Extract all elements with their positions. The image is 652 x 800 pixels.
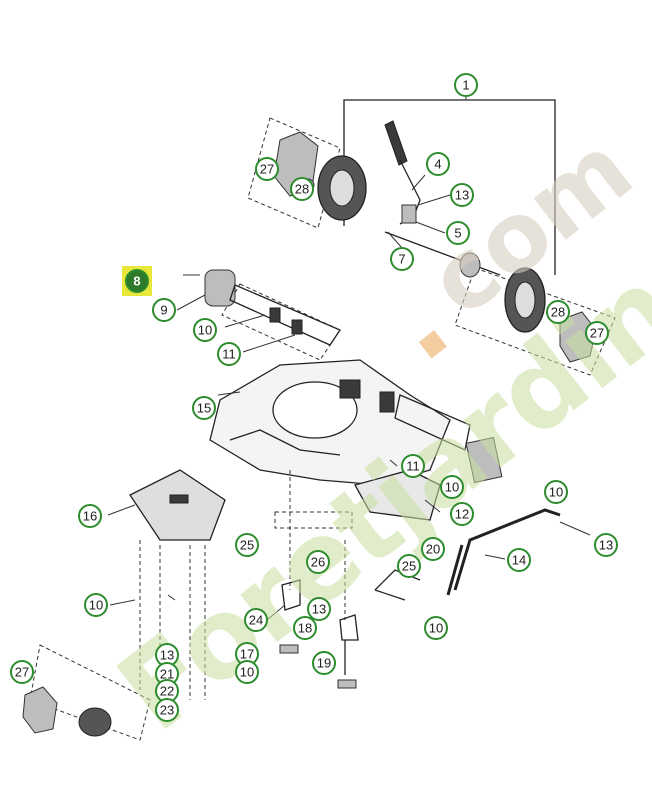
right-wheel-group-box (454, 267, 616, 376)
hub-cap-27-front (22, 686, 58, 734)
callout-label: 10 (89, 598, 103, 613)
callout-part-26[interactable]: 26 (306, 550, 330, 574)
callout-label: 14 (512, 553, 526, 568)
callout-part-10[interactable]: 10 (193, 318, 217, 342)
callout-label: 13 (160, 648, 174, 663)
callout-label: 5 (454, 226, 461, 241)
callout-label: 10 (445, 480, 459, 495)
front-wheel-group-box (29, 644, 151, 741)
callout-label: 11 (406, 459, 420, 474)
motor-9 (204, 269, 236, 307)
callout-label: 8 (133, 274, 140, 289)
callout-label: 28 (551, 305, 565, 320)
callout-part-13[interactable]: 13 (155, 643, 179, 667)
callout-part-10[interactable]: 10 (235, 660, 259, 684)
callout-label: 25 (240, 538, 254, 553)
axle (384, 231, 501, 276)
callout-part-15[interactable]: 15 (192, 396, 216, 420)
callout-label: 20 (426, 542, 440, 557)
callout-label: 10 (429, 621, 443, 636)
gear (459, 252, 481, 278)
handle-grip (384, 120, 408, 166)
callout-label: 10 (198, 323, 212, 338)
callout-part-4[interactable]: 4 (426, 152, 450, 176)
callout-label: 4 (434, 157, 441, 172)
callout-label: 10 (240, 665, 254, 680)
callout-label: 28 (295, 182, 309, 197)
callout-part-21[interactable]: 21 (155, 662, 179, 686)
callout-part-19[interactable]: 19 (312, 651, 336, 675)
callout-part-14[interactable]: 14 (507, 548, 531, 572)
callout-label: 24 (249, 613, 263, 628)
callout-label: 27 (590, 326, 604, 341)
plate-group-box (274, 511, 353, 529)
callout-label: 27 (260, 162, 274, 177)
callout-label: 7 (398, 252, 405, 267)
callout-label: 26 (311, 555, 325, 570)
callout-label: 21 (160, 667, 174, 682)
callout-part-11[interactable]: 11 (217, 342, 241, 366)
callout-part-13[interactable]: 13 (594, 533, 618, 557)
cutting-plate (354, 469, 441, 521)
callout-label: 18 (298, 621, 312, 636)
callout-part-22[interactable]: 22 (155, 679, 179, 703)
callout-part-20[interactable]: 20 (421, 537, 445, 561)
callout-label: 1 (462, 78, 469, 93)
callout-part-27[interactable]: 27 (255, 157, 279, 181)
callout-part-7[interactable]: 7 (390, 247, 414, 271)
callout-part-11[interactable]: 11 (401, 454, 425, 478)
callout-part-28[interactable]: 28 (290, 177, 314, 201)
callout-part-10[interactable]: 10 (440, 475, 464, 499)
callout-part-23[interactable]: 23 (155, 698, 179, 722)
callout-part-5[interactable]: 5 (446, 221, 470, 245)
callout-label: 11 (222, 347, 236, 362)
callout-label: 12 (455, 507, 469, 522)
callout-label: 13 (312, 602, 326, 617)
callout-part-25[interactable]: 25 (397, 554, 421, 578)
callout-part-27[interactable]: 27 (10, 660, 34, 684)
callout-label: 23 (160, 703, 174, 718)
bracket-10 (465, 436, 503, 484)
callout-part-24[interactable]: 24 (244, 608, 268, 632)
callout-part-13[interactable]: 13 (307, 597, 331, 621)
callout-part-10[interactable]: 10 (84, 593, 108, 617)
callout-label: 13 (599, 538, 613, 553)
front-cover-16 (129, 469, 226, 541)
callout-part-27[interactable]: 27 (585, 321, 609, 345)
callout-part-25[interactable]: 25 (235, 533, 259, 557)
callout-label: 19 (317, 656, 331, 671)
callout-part-9[interactable]: 9 (152, 298, 176, 322)
callout-label: 16 (83, 509, 97, 524)
callout-label: 10 (549, 485, 563, 500)
bracket-group-box (221, 283, 341, 361)
callout-part-8[interactable]: 8 (122, 266, 152, 296)
callout-label: 13 (455, 188, 469, 203)
callout-part-12[interactable]: 12 (450, 502, 474, 526)
callout-part-18[interactable]: 18 (293, 616, 317, 640)
callout-label: 17 (240, 647, 254, 662)
hub-cap-27-right (559, 311, 597, 363)
lever-bracket (401, 204, 417, 224)
callout-part-10[interactable]: 10 (544, 480, 568, 504)
callout-part-16[interactable]: 16 (78, 504, 102, 528)
callout-label: 22 (160, 684, 174, 699)
callout-label: 15 (197, 401, 211, 416)
callout-label: 27 (15, 665, 29, 680)
callout-part-1[interactable]: 1 (454, 73, 478, 97)
handle-bar-14 (453, 508, 561, 591)
callout-part-10[interactable]: 10 (424, 616, 448, 640)
callout-label: 25 (402, 559, 416, 574)
callout-part-13[interactable]: 13 (450, 183, 474, 207)
callout-part-28[interactable]: 28 (546, 300, 570, 324)
callout-label: 9 (160, 303, 167, 318)
